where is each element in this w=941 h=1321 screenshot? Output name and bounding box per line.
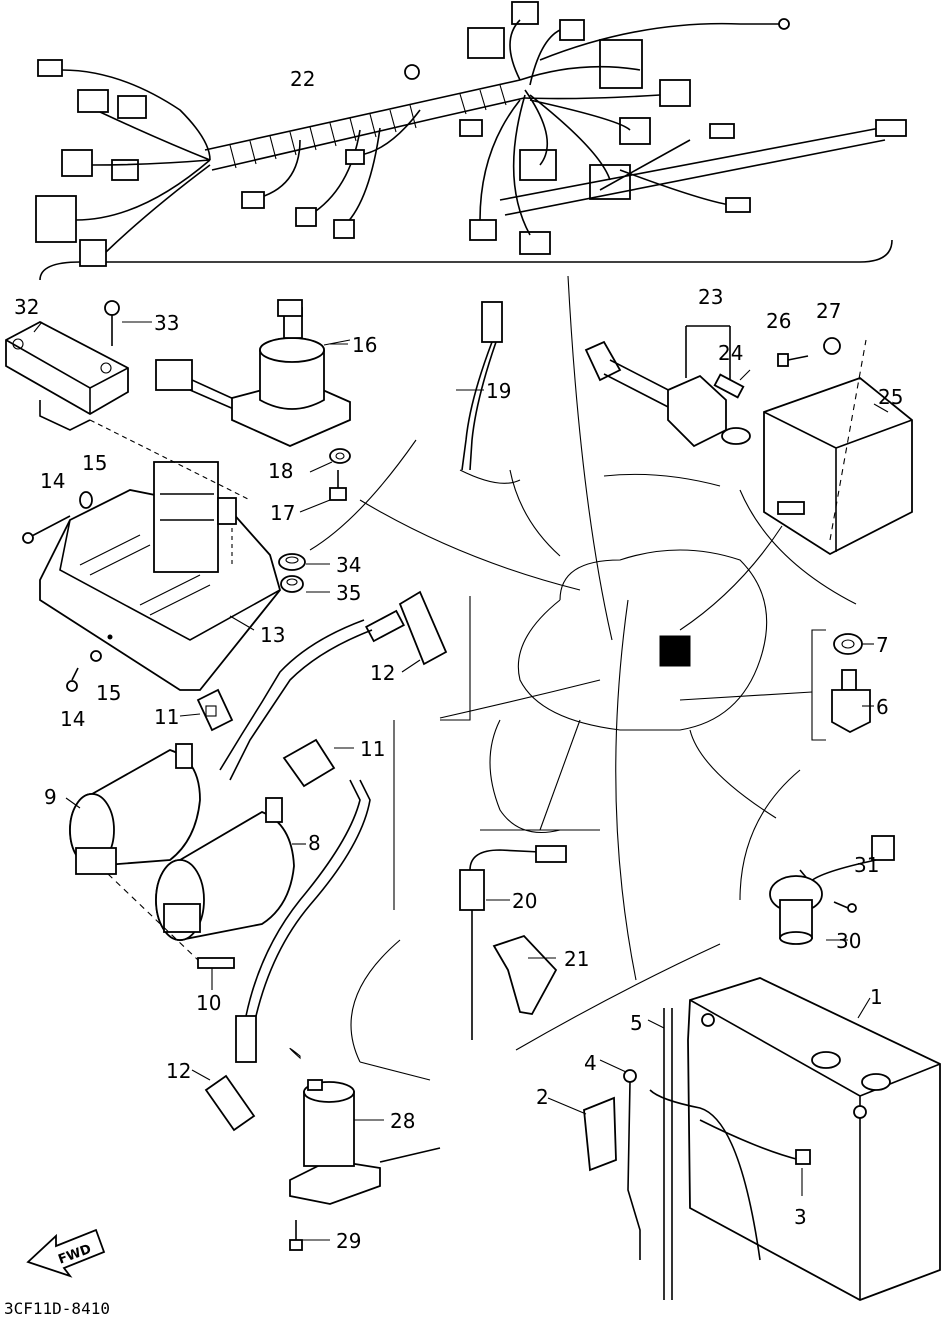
callout-33: 31: [854, 853, 879, 877]
callout-13: 13: [260, 623, 285, 647]
tube-5: [663, 1008, 673, 1300]
bracket-2: [583, 1096, 617, 1172]
callout-27: 25: [878, 385, 903, 409]
callout-10: 10: [196, 991, 221, 1015]
callout-16: 14: [40, 469, 65, 493]
callout-14b: 14: [60, 707, 85, 731]
callout-12-top: 12: [370, 661, 395, 685]
callout-22: 20: [512, 889, 537, 913]
collar-17: [79, 491, 93, 509]
plug-cap-12-top: [219, 590, 448, 781]
bracket-23: [492, 934, 558, 1015]
switch-22: [459, 845, 567, 1040]
callout-34: 32: [14, 295, 39, 319]
ignition-coil-9: [69, 743, 201, 875]
relay-module-34: [5, 320, 129, 431]
wire-harness-24: [35, 1, 907, 281]
callout-12-bottom: 12: [166, 1059, 191, 1083]
holder-11-right: [282, 738, 336, 788]
callout-9: 9: [44, 785, 57, 809]
callout-30: 28: [390, 1109, 415, 1133]
plug-cap-12-bottom: [204, 779, 371, 1132]
sensor-32: [769, 835, 895, 945]
callout-37: 35: [336, 581, 361, 605]
callout-18: 16: [352, 333, 377, 357]
callout-29: 27: [816, 299, 841, 323]
callout-20: 18: [268, 459, 293, 483]
callout-2: 2: [536, 1085, 549, 1109]
holder-11-left: [196, 688, 234, 732]
forward-arrow-icon: FWD: [26, 1228, 106, 1278]
collar-37: [280, 575, 304, 593]
screw-28: [777, 353, 809, 367]
callout-36: 34: [336, 553, 361, 577]
grommet-36: [278, 553, 306, 571]
drawing-code: 3CF11D-8410: [4, 1299, 110, 1318]
callout-11-left: 11: [154, 705, 179, 729]
callout-3: 3: [794, 1205, 807, 1229]
battery-cable: [649, 1089, 761, 1261]
callout-leaders: [33, 321, 889, 1241]
nut-29: [823, 337, 841, 355]
washer-15: [90, 650, 102, 662]
callout-19: 17: [270, 501, 295, 525]
washer-20: [329, 448, 351, 464]
fuse-26: [713, 373, 745, 399]
frame-outline: [489, 549, 768, 834]
callout-17: 15: [82, 451, 107, 475]
callout-5: 5: [630, 1011, 643, 1035]
bolt-31: [289, 1220, 303, 1251]
callout-31: 29: [336, 1229, 361, 1253]
callout-15c: 15: [96, 681, 121, 705]
callout-23: 21: [564, 947, 589, 971]
callout-4: 4: [584, 1051, 597, 1075]
main-switch-18: [155, 299, 351, 447]
screw-33: [833, 901, 857, 913]
callout-11-right: 11: [360, 737, 385, 761]
cover-13: [39, 419, 281, 691]
callout-1: 1: [870, 985, 883, 1009]
callout-21: 19: [486, 379, 511, 403]
cdi-unit-27: [763, 339, 913, 556]
screw-35: [104, 300, 152, 346]
callout-labels: 22 32 33 16 19 23 24 26 27 25 14 15 18 1…: [14, 67, 903, 1253]
callout-24: 22: [290, 67, 315, 91]
switch-6: [831, 669, 871, 734]
callout-32: 30: [836, 929, 861, 953]
callout-6: 6: [876, 695, 889, 719]
callout-8: 8: [308, 831, 321, 855]
washer-7: [833, 633, 863, 655]
ignition-coil-8: [155, 797, 295, 942]
callout-35: 33: [154, 311, 179, 335]
callout-26: 24: [718, 341, 743, 365]
bolt-14: [66, 667, 79, 692]
battery-1: [687, 977, 941, 1301]
cable-4: [623, 1069, 641, 1260]
sensor-21: [461, 301, 503, 471]
bolt-10: [107, 873, 235, 969]
leader-lines: [289, 275, 857, 1081]
bolt-19: [329, 470, 347, 501]
bolt-16: [22, 515, 71, 544]
relay-30: [289, 1079, 441, 1205]
callout-7: 7: [876, 633, 889, 657]
cable-3: [699, 1119, 811, 1165]
callout-28: 26: [766, 309, 791, 333]
relay-25: [584, 325, 751, 448]
callout-25: 23: [698, 285, 723, 309]
